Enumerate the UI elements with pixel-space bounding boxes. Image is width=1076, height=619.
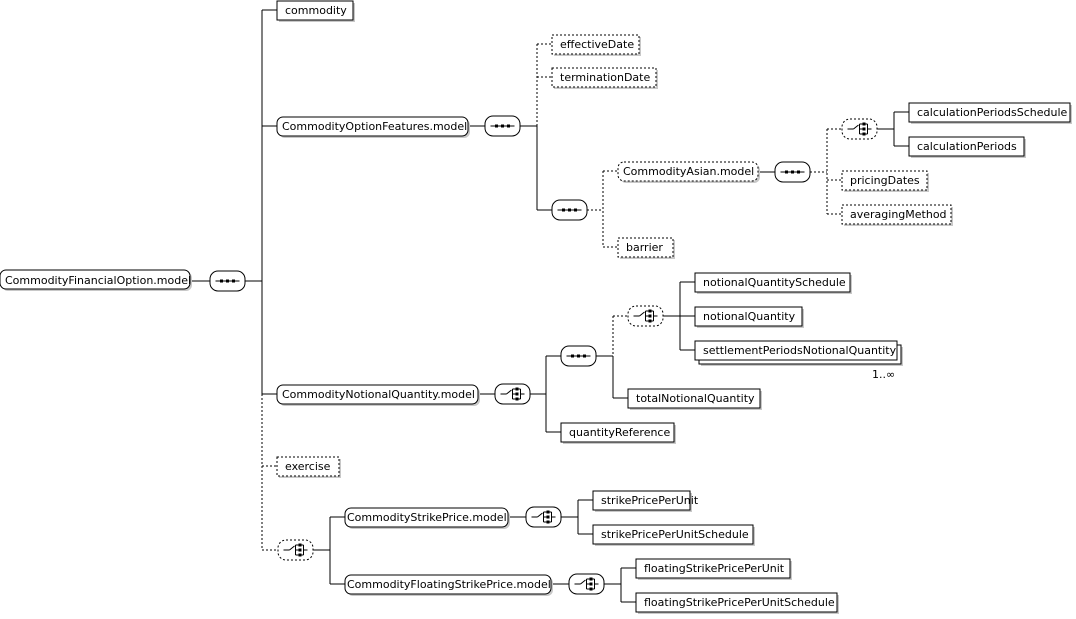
asian-group-label: CommodityAsian.model (623, 165, 754, 178)
floating-strike-price-per-unit-schedule-element[interactable]: floatingStrikePricePerUnitSchedule (635, 592, 839, 614)
notional-quantity-choice-compositor[interactable] (494, 383, 531, 405)
exercise-label: exercise (285, 460, 331, 473)
floating-strike-price-choice-compositor[interactable] (568, 573, 605, 595)
option-features-group-label: CommodityOptionFeatures.model (282, 120, 467, 133)
floating-strike-price-per-unit-schedule-label: floatingStrikePricePerUnitSchedule (644, 596, 835, 609)
root-group-label: CommodityFinancialOption.model (5, 274, 191, 287)
quantity-reference-element[interactable]: quantityReference (560, 422, 676, 444)
settlement-periods-notional-quantity-element[interactable]: settlementPeriodsNotionalQuantity (694, 340, 903, 366)
floating-strike-price-group-label: CommodityFloatingStrikePrice.model (347, 578, 551, 591)
strike-price-group-label: CommodityStrikePrice.model (347, 511, 507, 524)
barrier-element[interactable]: barrier (617, 237, 675, 259)
strike-price-choice-compositor[interactable] (525, 506, 562, 528)
option-features-sequence-compositor[interactable] (484, 115, 521, 137)
calculation-periods-label: calculationPeriods (917, 140, 1017, 153)
floating-strike-price-per-unit-element[interactable]: floatingStrikePricePerUnit (635, 558, 792, 580)
root-group-node[interactable]: CommodityFinancialOption.model (0, 269, 192, 291)
floating-strike-price-per-unit-label: floatingStrikePricePerUnit (644, 562, 785, 575)
commodity-label: commodity (285, 4, 347, 17)
settlement-periods-notional-quantity-label: settlementPeriodsNotionalQuantity (703, 344, 897, 357)
strike-price-per-unit-element[interactable]: strikePricePerUnit (592, 490, 699, 512)
notional-sequence-compositor[interactable] (560, 345, 597, 367)
exercise-element[interactable]: exercise (276, 456, 341, 478)
pricing-dates-label: pricingDates (850, 174, 920, 187)
total-notional-quantity-label: totalNotionalQuantity (636, 392, 755, 405)
quantity-reference-label: quantityReference (569, 426, 670, 439)
pricing-dates-element[interactable]: pricingDates (841, 170, 929, 192)
notional-quantity-schedule-element[interactable]: notionalQuantitySchedule (694, 272, 852, 294)
calculation-choice-compositor[interactable] (841, 118, 878, 140)
total-notional-quantity-element[interactable]: totalNotionalQuantity (627, 388, 762, 410)
notional-quantity-element[interactable]: notionalQuantity (694, 306, 804, 328)
calculation-periods-schedule-element[interactable]: calculationPeriodsSchedule (908, 102, 1072, 124)
asian-group-node[interactable]: CommodityAsian.model (617, 161, 760, 183)
effective-date-element[interactable]: effectiveDate (551, 34, 641, 56)
calculation-periods-schedule-label: calculationPeriodsSchedule (917, 106, 1068, 119)
option-features-group-node[interactable]: CommodityOptionFeatures.model (276, 116, 470, 138)
connector-lines (192, 9, 909, 603)
barrier-label: barrier (626, 241, 663, 254)
commodity-element[interactable]: commodity (276, 0, 355, 22)
strike-price-per-unit-label: strikePricePerUnit (601, 494, 699, 507)
notional-quantity-schedule-label: notionalQuantitySchedule (703, 276, 846, 289)
strike-choice-compositor[interactable] (277, 539, 314, 561)
termination-date-label: terminationDate (560, 71, 650, 84)
asian-sequence-compositor[interactable] (774, 161, 811, 183)
floating-strike-price-group-node[interactable]: CommodityFloatingStrikePrice.model (344, 574, 553, 596)
strike-price-per-unit-schedule-label: strikePricePerUnitSchedule (601, 528, 749, 541)
calculation-periods-element[interactable]: calculationPeriods (908, 136, 1026, 158)
notional-quantity-label: notionalQuantity (703, 310, 796, 323)
root-sequence-compositor[interactable] (209, 270, 246, 292)
effective-date-label: effectiveDate (560, 38, 634, 51)
inner-sequence-compositor[interactable] (551, 199, 588, 221)
strike-price-group-node[interactable]: CommodityStrikePrice.model (344, 507, 510, 529)
strike-price-per-unit-schedule-element[interactable]: strikePricePerUnitSchedule (592, 524, 755, 546)
notional-quantity-group-node[interactable]: CommodityNotionalQuantity.model (276, 384, 480, 406)
notional-inner-choice-compositor[interactable] (627, 305, 664, 327)
averaging-method-label: averagingMethod (850, 208, 947, 221)
termination-date-element[interactable]: terminationDate (551, 67, 658, 89)
averaging-method-element[interactable]: averagingMethod (841, 204, 953, 226)
settlement-cardinality: 1..∞ (872, 368, 895, 381)
notional-quantity-group-label: CommodityNotionalQuantity.model (282, 388, 475, 401)
